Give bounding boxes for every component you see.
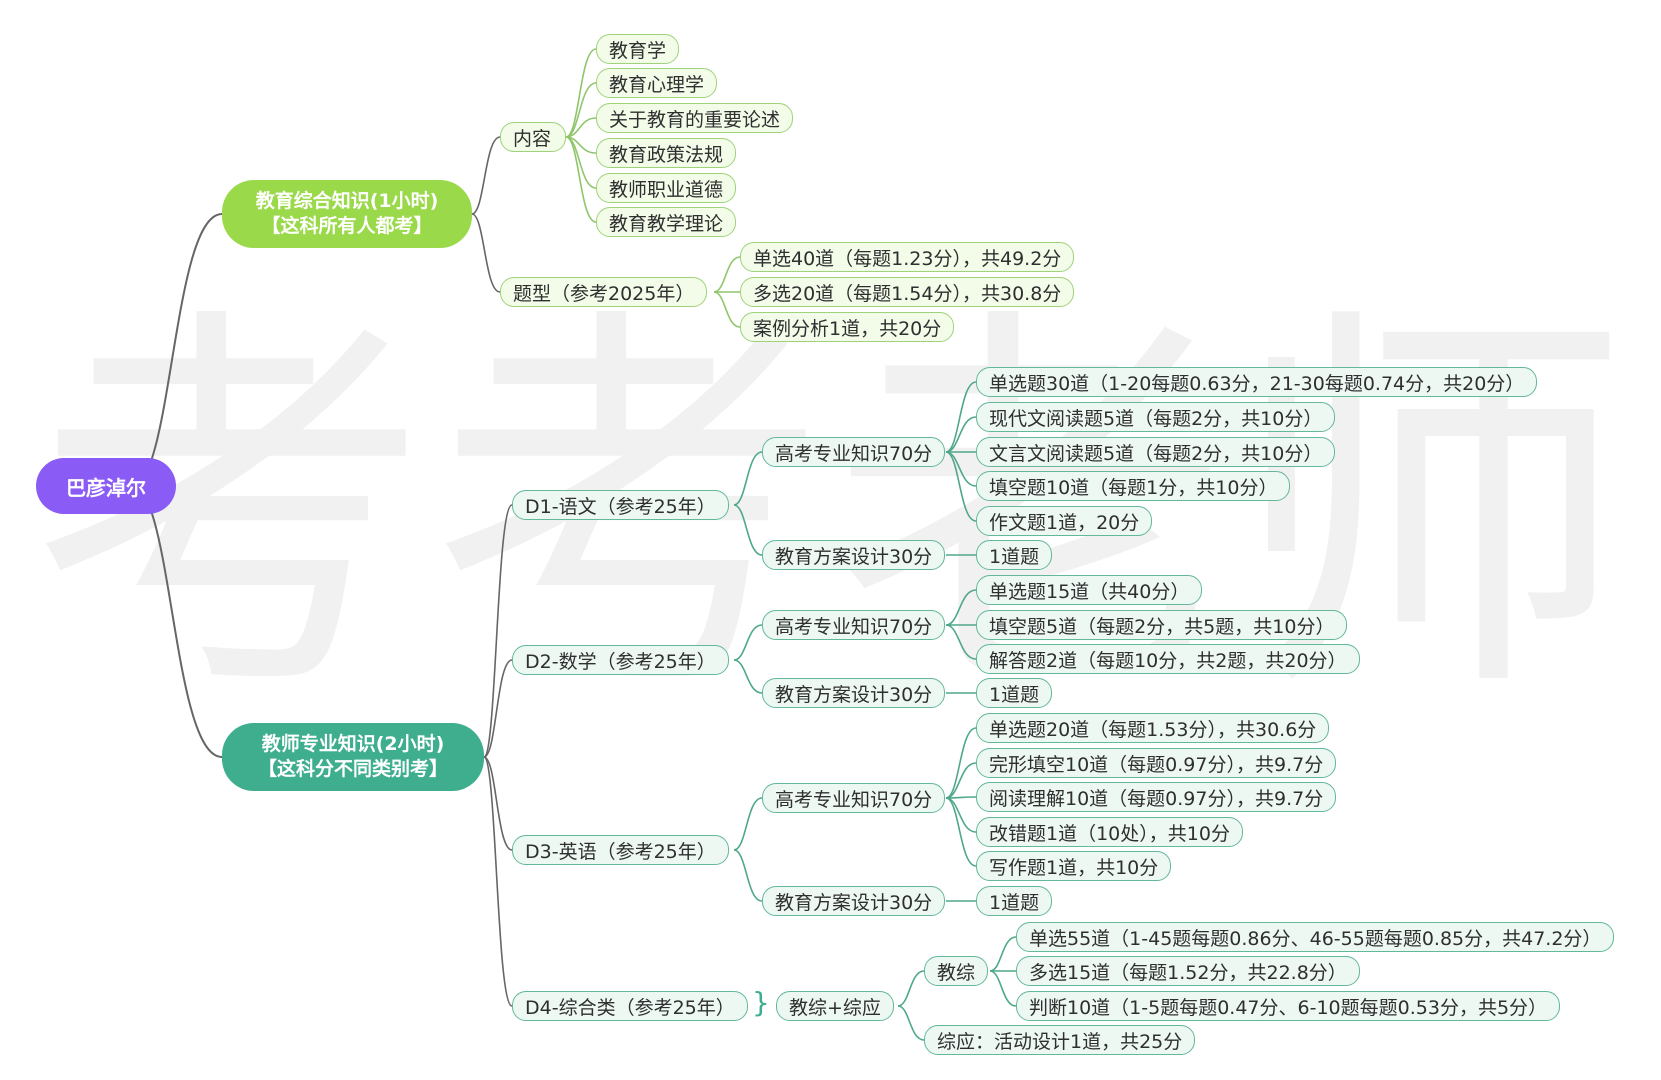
connector-line bbox=[945, 451, 977, 522]
zongying-item[interactable]: 综应：活动设计1道，共25分 bbox=[924, 1025, 1196, 1055]
category-d2-math[interactable]: D2-数学（参考25年） bbox=[512, 645, 729, 675]
connector-line bbox=[945, 624, 977, 660]
combo-node[interactable]: 教综+综应 bbox=[776, 991, 894, 1021]
gaokao-item[interactable]: 写作题1道，共10分 bbox=[976, 851, 1172, 881]
connector-line bbox=[565, 136, 597, 189]
connector-line bbox=[897, 970, 925, 1007]
subject-title-line1: 教师专业知识(2小时) bbox=[261, 733, 445, 755]
connector-line bbox=[945, 416, 977, 453]
connector-line bbox=[989, 936, 1017, 972]
connector-line bbox=[471, 136, 501, 215]
subject-general-education[interactable]: 教育综合知识(1小时) 【这科所有人都考】 bbox=[222, 180, 472, 248]
connector-line bbox=[483, 659, 513, 758]
content-node[interactable]: 内容 bbox=[500, 122, 566, 152]
jiaozong-item[interactable]: 多选15道（每题1.52分，共22.8分） bbox=[1016, 956, 1360, 986]
content-item[interactable]: 教育心理学 bbox=[596, 68, 718, 98]
connector-line bbox=[713, 291, 741, 328]
connector-line bbox=[945, 381, 977, 453]
lesson-design-item[interactable]: 1道题 bbox=[976, 540, 1053, 570]
subject-teacher-professional[interactable]: 教师专业知识(2小时) 【这科分不同类别考】 bbox=[222, 723, 484, 791]
gaokao-knowledge-node[interactable]: 高考专业知识70分 bbox=[762, 610, 946, 640]
subject-title-line2: 【这科分不同类别考】 bbox=[257, 758, 448, 780]
connector-line bbox=[733, 659, 763, 694]
lesson-design-item[interactable]: 1道题 bbox=[976, 886, 1053, 916]
lesson-design-node[interactable]: 教育方案设计30分 bbox=[762, 540, 946, 570]
connector-line bbox=[945, 796, 977, 799]
gaokao-item[interactable]: 填空题10道（每题1分，共10分） bbox=[976, 471, 1291, 501]
connector-line bbox=[483, 756, 513, 851]
jiaozong-item[interactable]: 单选55道（1-45题每题0.86分、46-55题每题0.85分，共47.2分） bbox=[1016, 922, 1615, 952]
connector-line bbox=[897, 1005, 925, 1041]
gaokao-item[interactable]: 文言文阅读题5道（每题2分，共10分） bbox=[976, 437, 1336, 467]
gaokao-item[interactable]: 现代文阅读题5道（每题2分，共10分） bbox=[976, 402, 1336, 432]
category-d3-english[interactable]: D3-英语（参考25年） bbox=[512, 835, 729, 865]
content-item[interactable]: 关于教育的重要论述 bbox=[596, 103, 794, 133]
question-type-item[interactable]: 多选20道（每题1.54分），共30.8分 bbox=[740, 277, 1075, 307]
brace-connector: } bbox=[752, 986, 770, 1019]
gaokao-item[interactable]: 阅读理解10道（每题0.97分），共9.7分 bbox=[976, 782, 1337, 812]
content-item[interactable]: 教育教学理论 bbox=[596, 207, 737, 237]
question-type-node[interactable]: 题型（参考2025年） bbox=[500, 277, 708, 307]
gaokao-item[interactable]: 完形填空10道（每题0.97分），共9.7分 bbox=[976, 748, 1337, 778]
jiaozong-node[interactable]: 教综 bbox=[924, 956, 989, 986]
gaokao-item[interactable]: 单选题15道（共40分） bbox=[976, 575, 1203, 605]
lesson-design-node[interactable]: 教育方案设计30分 bbox=[762, 886, 946, 916]
connector-line bbox=[131, 213, 223, 487]
connector-line bbox=[733, 504, 763, 556]
connector-line bbox=[713, 256, 741, 293]
question-type-item[interactable]: 案例分析1道，共20分 bbox=[740, 312, 955, 342]
connector-line bbox=[945, 589, 977, 626]
connector-line bbox=[565, 82, 597, 138]
connector-line bbox=[565, 48, 597, 138]
connector-line bbox=[733, 849, 763, 902]
lesson-design-node[interactable]: 教育方案设计30分 bbox=[762, 678, 946, 708]
connector-line bbox=[483, 756, 513, 1007]
gaokao-item[interactable]: 单选题20道（每题1.53分），共30.6分 bbox=[976, 713, 1330, 743]
connector-line bbox=[565, 117, 597, 138]
gaokao-item[interactable]: 填空题5道（每题2分，共5题，共10分） bbox=[976, 610, 1348, 640]
gaokao-item[interactable]: 改错题1道（10处），共10分 bbox=[976, 817, 1243, 847]
root-node[interactable]: 巴彦淖尔 bbox=[36, 458, 176, 514]
connector-line bbox=[565, 136, 597, 223]
connector-line bbox=[483, 504, 513, 758]
category-d4-comprehensive[interactable]: D4-综合类（参考25年） bbox=[512, 991, 748, 1021]
content-item[interactable]: 教育学 bbox=[596, 34, 680, 64]
gaokao-knowledge-node[interactable]: 高考专业知识70分 bbox=[762, 437, 946, 467]
gaokao-item[interactable]: 单选题30道（1-20每题0.63分，21-30每题0.74分，共20分） bbox=[976, 367, 1538, 397]
connector-line bbox=[945, 797, 977, 833]
connector-line bbox=[131, 485, 223, 758]
subject-title-line2: 【这科所有人都考】 bbox=[261, 215, 433, 237]
lesson-design-item[interactable]: 1道题 bbox=[976, 678, 1053, 708]
connector-line bbox=[945, 762, 977, 799]
connector-line bbox=[945, 727, 977, 799]
gaokao-item[interactable]: 作文题1道，20分 bbox=[976, 506, 1153, 536]
connector-line bbox=[733, 797, 763, 851]
category-d1-chinese[interactable]: D1-语文（参考25年） bbox=[512, 490, 729, 520]
connector-line bbox=[945, 451, 977, 487]
question-type-item[interactable]: 单选40道（每题1.23分），共49.2分 bbox=[740, 242, 1075, 272]
gaokao-item[interactable]: 解答题2道（每题10分，共2题，共20分） bbox=[976, 644, 1360, 674]
gaokao-knowledge-node[interactable]: 高考专业知识70分 bbox=[762, 783, 946, 813]
connector-line bbox=[945, 797, 977, 867]
jiaozong-item[interactable]: 判断10道（1-5题每题0.47分、6-10题每题0.53分，共5分） bbox=[1016, 991, 1561, 1021]
connector-line bbox=[733, 624, 763, 661]
connector-line bbox=[989, 970, 1017, 1007]
connector-line bbox=[733, 451, 763, 506]
content-item[interactable]: 教师职业道德 bbox=[596, 173, 737, 203]
connector-line bbox=[471, 213, 501, 293]
subject-title-line1: 教育综合知识(1小时) bbox=[255, 190, 439, 212]
content-item[interactable]: 教育政策法规 bbox=[596, 138, 737, 168]
